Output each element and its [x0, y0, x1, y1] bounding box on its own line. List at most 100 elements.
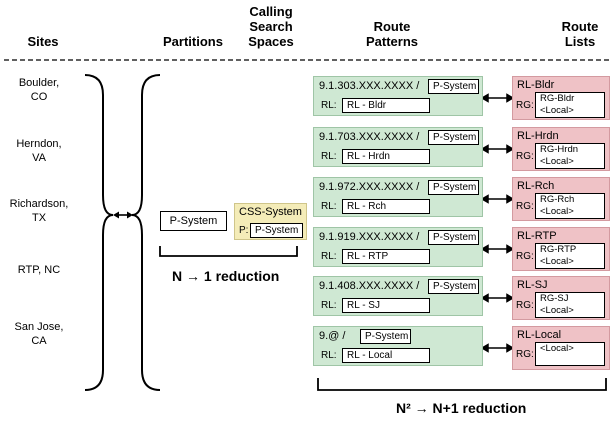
- site-line1: San Jose,: [14, 321, 64, 333]
- site-line2: VA: [32, 152, 46, 164]
- header-partitions: Partitions: [163, 34, 223, 49]
- site-line1: RTP, NC: [17, 264, 61, 276]
- header-rp-line1: Route: [373, 19, 411, 34]
- route-pattern-rtp: 9.1.919.XXX.XXXX / P-System RL: RL - RTP: [313, 227, 483, 267]
- pattern-partition: P-System: [428, 180, 479, 195]
- site-richardson: Richardson, TX: [4, 197, 74, 225]
- site-line1: Boulder,: [18, 77, 60, 89]
- route-list-name: RL-SJ: [517, 279, 548, 291]
- pattern-string: 9.1.919.XXX.XXXX /: [319, 231, 420, 243]
- partition-box: P-System: [160, 211, 227, 231]
- site-san-jose: San Jose, CA: [4, 320, 74, 348]
- pattern-rl-label: RL:: [321, 151, 337, 162]
- route-pattern-sj: 9.1.408.XXX.XXXX / P-System RL: RL - SJ: [313, 276, 483, 316]
- left-reduction-bracket: [159, 246, 298, 257]
- route-list-name: RL-Local: [517, 329, 562, 341]
- pattern-string: 9.1.972.XXX.XXXX /: [319, 181, 420, 193]
- route-list-name: RL-RTP: [517, 230, 557, 242]
- route-pattern-hrdn: 9.1.703.XXX.XXXX / P-System RL: RL - Hrd…: [313, 127, 483, 167]
- route-pattern-bldr: 9.1.303.XXX.XXXX / P-System RL: RL - Bld…: [313, 76, 483, 116]
- route-list-rch: RL-Rch RG: RG-Rch <Local>: [512, 177, 610, 221]
- route-pattern-local: 9.@ / P-System RL: RL - Local: [313, 326, 483, 366]
- row-arrows: [480, 93, 515, 353]
- site-rtp: RTP, NC: [4, 263, 74, 277]
- css-name: CSS-System: [239, 206, 302, 218]
- css-box: CSS-System P: P-System: [234, 203, 307, 240]
- route-list-rg-box: RG-Hrdn <Local>: [535, 143, 605, 169]
- pattern-string: 9.@ /: [319, 330, 346, 342]
- route-list-rg-label: RG:: [516, 100, 534, 111]
- pattern-rl-value: RL - Rch: [342, 199, 430, 214]
- site-boulder: Boulder, CO: [4, 76, 74, 104]
- css-p-label: P:: [239, 225, 249, 236]
- route-list-rg-label: RG:: [516, 151, 534, 162]
- route-list-bldr: RL-Bldr RG: RG-Bldr <Local>: [512, 76, 610, 120]
- route-pattern-rch: 9.1.972.XXX.XXXX / P-System RL: RL - Rch: [313, 177, 483, 217]
- pattern-rl-label: RL:: [321, 201, 337, 212]
- rg-line2: <Local>: [540, 156, 574, 167]
- route-list-rg-box: <Local>: [535, 342, 605, 366]
- route-list-rg-label: RG:: [516, 300, 534, 311]
- route-list-rg-box: RG-Bldr <Local>: [535, 92, 605, 118]
- header-calling-search-spaces: Calling Search Spaces: [238, 4, 304, 49]
- rg-line1: RG-RTP: [540, 244, 577, 255]
- pattern-partition: P-System: [428, 230, 479, 245]
- pattern-rl-label: RL:: [321, 100, 337, 111]
- reduction-right-label: N² → N+1 reduction: [396, 400, 527, 416]
- header-route-patterns: Route Patterns: [352, 19, 432, 49]
- route-list-rg-box: RG-RTP <Local>: [535, 243, 605, 269]
- route-list-rg-label: RG:: [516, 201, 534, 212]
- pattern-string: 9.1.703.XXX.XXXX /: [319, 131, 420, 143]
- route-list-hrdn: RL-Hrdn RG: RG-Hrdn <Local>: [512, 127, 610, 171]
- pattern-rl-value: RL - Bldr: [342, 98, 430, 113]
- sites-arrow-head-left: [113, 211, 119, 219]
- pattern-rl-value: RL - SJ: [342, 298, 430, 313]
- pattern-partition: P-System: [428, 279, 479, 294]
- pattern-rl-label: RL:: [321, 300, 337, 311]
- rg-line2: <Local>: [540, 206, 574, 217]
- route-list-rg-label: RG:: [516, 349, 534, 360]
- header-rl-line2: Lists: [564, 34, 596, 49]
- route-list-name: RL-Bldr: [517, 79, 555, 91]
- route-list-rg-box: RG-SJ <Local>: [535, 292, 605, 318]
- pattern-partition: P-System: [428, 79, 479, 94]
- rg-line2: <Local>: [540, 305, 574, 316]
- pattern-rl-label: RL:: [321, 350, 337, 361]
- header-css-line1: Calling: [249, 4, 293, 19]
- site-line1: Herndon,: [16, 138, 62, 150]
- header-sites: Sites: [27, 34, 59, 49]
- pattern-partition: P-System: [428, 130, 479, 145]
- pattern-partition: P-System: [360, 329, 411, 344]
- partitions-brace: [131, 74, 161, 391]
- header-css-line2: Search: [249, 19, 293, 34]
- pattern-rl-value: RL - Local: [342, 348, 430, 363]
- header-css-line3: Spaces: [248, 34, 294, 49]
- rg-line1: RG-Bldr: [540, 93, 575, 104]
- site-line2: TX: [31, 212, 47, 224]
- header-route-lists: Route Lists: [555, 19, 605, 49]
- rg-line2: <Local>: [540, 256, 574, 267]
- route-list-rg-label: RG:: [516, 251, 534, 262]
- rg-line1: RG-SJ: [540, 293, 569, 304]
- reduction-left-label: N → 1 reduction: [172, 268, 280, 284]
- sites-arrow-head-right: [127, 211, 133, 219]
- route-list-rg-box: RG-Rch <Local>: [535, 193, 605, 219]
- route-list-name: RL-Hrdn: [517, 130, 559, 142]
- pattern-string: 9.1.303.XXX.XXXX /: [319, 80, 420, 92]
- pattern-rl-value: RL - RTP: [342, 249, 430, 264]
- rg-line2: <Local>: [540, 105, 574, 116]
- site-herndon: Herndon, VA: [4, 137, 74, 165]
- pattern-string: 9.1.408.XXX.XXXX /: [319, 280, 420, 292]
- header-rp-line2: Patterns: [365, 34, 419, 49]
- sites-brace: [84, 74, 114, 391]
- route-list-name: RL-Rch: [517, 180, 555, 192]
- route-list-rtp: RL-RTP RG: RG-RTP <Local>: [512, 227, 610, 271]
- header-rl-line1: Route: [561, 19, 599, 34]
- pattern-rl-label: RL:: [321, 251, 337, 262]
- site-line2: CO: [30, 91, 48, 103]
- route-list-local: RL-Local RG: <Local>: [512, 326, 610, 370]
- rg-line1: RG-Rch: [540, 194, 575, 205]
- right-reduction-bracket: [317, 378, 607, 391]
- site-line2: CA: [31, 335, 47, 347]
